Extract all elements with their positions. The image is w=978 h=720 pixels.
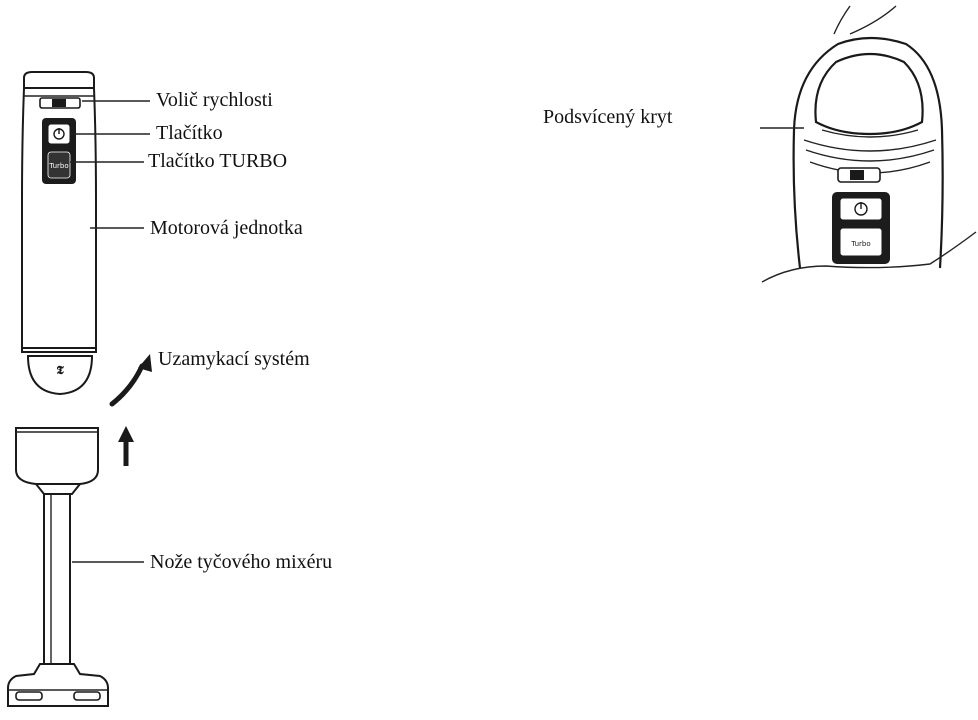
- motor-unit-drawing: Turbo 𝕿: [20, 71, 98, 396]
- turbo-button: [47, 151, 71, 179]
- blender-shaft-drawing: [7, 427, 109, 707]
- turbo-button-marking: Turbo: [48, 162, 68, 170]
- label-blender-blades: Nože tyčového mixéru: [150, 551, 332, 573]
- label-speed-selector: Volič rychlosti: [156, 89, 273, 111]
- label-illuminated-cover: Podsvícený kryt: [543, 106, 673, 128]
- svg-text:𝕿: 𝕿: [56, 363, 64, 377]
- label-lock-system: Uzamykací systém: [158, 348, 310, 370]
- label-motor-unit: Motorová jednotka: [150, 217, 303, 239]
- attach-up-arrow: [118, 426, 134, 466]
- svg-text:Turbo: Turbo: [850, 240, 870, 248]
- illuminated-cover-drawing: Turbo: [761, 5, 977, 283]
- label-button: Tlačítko: [156, 122, 223, 144]
- lock-rotation-arrow: [109, 354, 152, 407]
- label-turbo-button: Tlačítko TURBO: [148, 150, 287, 172]
